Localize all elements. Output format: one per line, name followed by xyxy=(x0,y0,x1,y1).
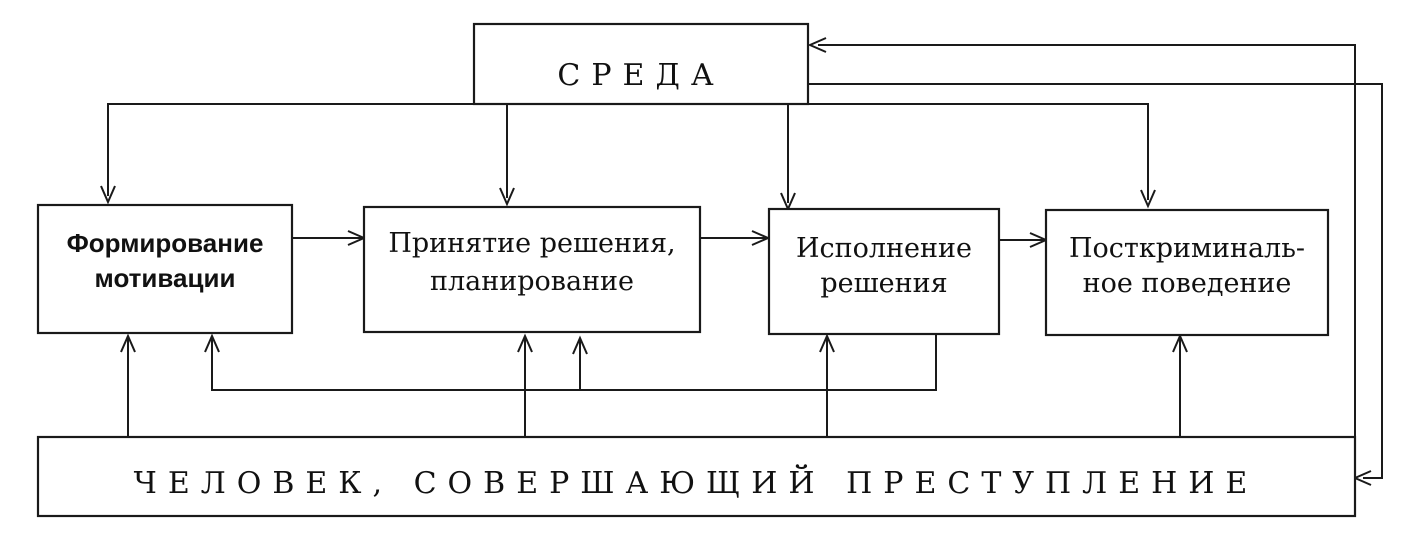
person-box: ЧЕЛОВЕК, СОВЕРШАЮЩИЙ ПРЕСТУПЛЕНИЕ xyxy=(36,435,1357,518)
arrowhead-up-decision-right xyxy=(572,335,588,355)
stage-motivation-line-1: Формирование xyxy=(67,228,264,258)
environment-box: СРЕДА xyxy=(472,22,810,106)
stage-motivation-line-2: мотивации xyxy=(95,263,236,293)
stage-execution-line-2: решения xyxy=(820,268,947,299)
stage-execution-line-1: Исполнение xyxy=(796,233,972,264)
arrowhead-down-motivation xyxy=(100,185,116,205)
stage-box-execution: Исполнение решения xyxy=(767,207,1001,336)
arrowhead-up-motivation-left xyxy=(120,333,136,353)
stage-decision-line-2: планирование xyxy=(430,266,634,297)
stage-box-post: Посткриминаль- ное поведение xyxy=(1044,208,1330,337)
connectors xyxy=(107,44,1383,479)
connector-feedback-loop xyxy=(211,334,937,391)
stage-decision-line-1: Принятие решения, xyxy=(388,228,675,259)
arrowhead-up-execution xyxy=(819,333,835,353)
connector-env-motivation xyxy=(107,103,474,196)
arrowhead-left-env xyxy=(807,37,827,53)
connector-env-execution xyxy=(808,103,1149,200)
stage-post-line-1: Посткриминаль- xyxy=(1069,233,1305,264)
environment-label: СРЕДА xyxy=(557,58,724,93)
stage-box-decision: Принятие решения, планирование xyxy=(362,205,702,334)
arrowhead-down-decision xyxy=(499,187,515,207)
arrowhead-up-decision-left xyxy=(517,333,533,353)
arrowhead-up-motivation-right xyxy=(204,333,220,353)
connector-env-person-loop xyxy=(808,83,1383,479)
person-label: ЧЕЛОВЕК, СОВЕРШАЮЩИЙ ПРЕСТУПЛЕНИЕ xyxy=(134,464,1259,501)
connector-person-env-loop xyxy=(818,44,1356,437)
arrowhead-down-post xyxy=(1140,189,1156,209)
stage-post-line-2: ное поведение xyxy=(1083,268,1292,299)
stage-box-motivation: Формирование мотивации xyxy=(36,203,294,335)
